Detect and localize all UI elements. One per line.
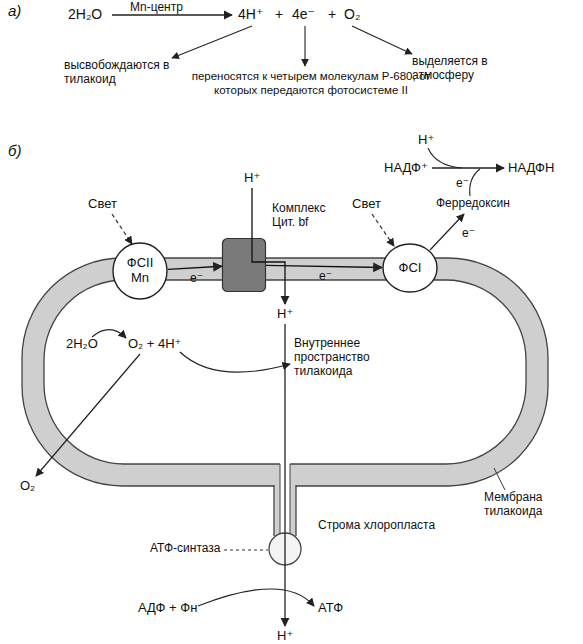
channel-wall xyxy=(290,464,291,535)
note-text: высвобождаются в тилакоид xyxy=(64,58,176,86)
leader-line xyxy=(224,550,268,551)
leader-line xyxy=(494,468,505,490)
light-arrow xyxy=(112,214,132,244)
node-outline xyxy=(222,238,266,292)
electron-label: e⁻ xyxy=(462,226,475,240)
panel-letter: а) xyxy=(8,2,21,20)
text-holder: ФСI xyxy=(382,243,438,293)
electron-label: e⁻ xyxy=(319,269,332,283)
formula: O₂ xyxy=(344,6,360,23)
ion-label: H⁺ xyxy=(277,306,293,321)
reaction-arrow xyxy=(112,14,232,15)
plus-sign: + xyxy=(275,6,283,23)
molecule-label: НАДФН xyxy=(508,160,554,175)
formula: O₂ xyxy=(20,478,35,493)
ion-label: H⁺ xyxy=(418,132,434,147)
pointer-arrow xyxy=(304,26,305,66)
pointer-arrow xyxy=(172,26,252,58)
molecule-label: Ферредоксин xyxy=(436,196,510,210)
formula: 4e⁻ xyxy=(292,6,315,23)
electron-label: e⁻ xyxy=(190,271,203,285)
light-label: Свет xyxy=(352,196,381,211)
box-outline xyxy=(223,239,266,292)
reaction-arrow xyxy=(432,167,504,168)
formula: АТФ xyxy=(318,600,343,615)
note-text: выделяется в атмосферу xyxy=(412,54,524,82)
text-holder: ФСII Mn xyxy=(112,242,168,300)
channel-wall xyxy=(280,464,281,535)
region-label: Внутреннее пространство тилакоида xyxy=(294,336,394,378)
merge-line xyxy=(428,148,462,168)
ion-label: H⁺ xyxy=(244,170,260,185)
electron-connector xyxy=(168,266,222,269)
merge-line xyxy=(470,169,480,196)
node-text: Комплекс Цит. bf xyxy=(272,202,344,230)
formula: АДФ + Фн xyxy=(138,600,197,615)
proton-flow-line xyxy=(284,324,285,626)
ellipse-outline xyxy=(113,243,167,299)
node-text: ФСII Mn xyxy=(122,256,158,286)
light-arrow xyxy=(372,214,394,246)
part-label: АТФ-синтаза xyxy=(150,541,221,555)
region-label: Строма хлоропласта xyxy=(318,518,435,532)
note-text: переносятся к четырем молекулам Р-680, о… xyxy=(186,70,436,97)
plus-sign: + xyxy=(328,6,336,23)
electron-arrow xyxy=(430,214,464,250)
formula: 4H⁺ xyxy=(238,6,263,23)
formula: 2H₂O xyxy=(68,6,102,23)
arrow-label: Mn-центр xyxy=(130,0,183,14)
formula: 2H₂O xyxy=(66,336,98,351)
text-holder: Комплекс Цит. bf xyxy=(272,202,344,230)
stalk-wall xyxy=(295,485,296,536)
light-label: Свет xyxy=(88,196,117,211)
electron-label: e⁻ xyxy=(456,176,469,190)
ion-label: H⁺ xyxy=(277,628,293,643)
stalk-wall xyxy=(273,485,274,536)
proton-arrow xyxy=(180,352,290,372)
node-text: ФСI xyxy=(385,261,435,276)
molecule-label: НАДФ⁺ xyxy=(384,160,428,175)
pointer-arrow xyxy=(352,26,412,54)
reaction-arrow xyxy=(198,589,314,606)
ellipse-outline xyxy=(383,244,437,292)
panel-letter: б) xyxy=(8,142,21,160)
cytochrome-complex: Комплекс Цит. bf xyxy=(222,238,266,292)
photosystem-ellipse: ФСI xyxy=(382,243,438,293)
photosystem-ellipse: ФСII Mn xyxy=(112,242,168,300)
edge-group xyxy=(168,265,382,269)
electron-connector xyxy=(266,265,382,267)
formula: O₂ + 4H⁺ xyxy=(128,336,181,351)
oxygen-arrow xyxy=(36,354,140,476)
part-label: Мембрана тилакоида xyxy=(484,490,574,518)
